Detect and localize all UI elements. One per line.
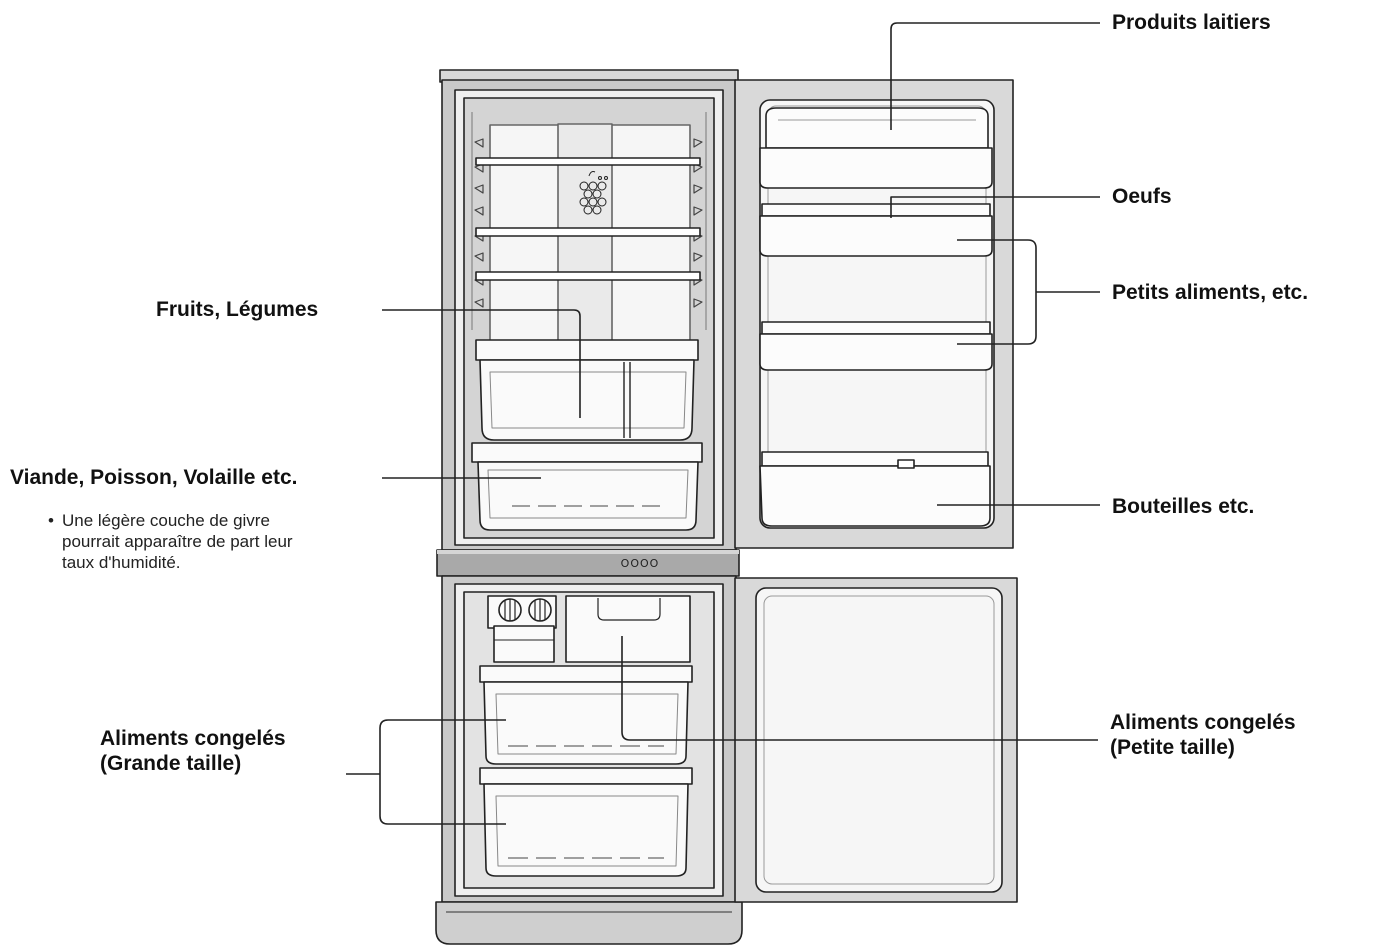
freezer-drawer-upper [479, 665, 693, 765]
shelf-rails [474, 138, 703, 308]
label-dairy: Produits laitiers [1112, 11, 1271, 34]
leader-lines [346, 22, 1100, 825]
vegetable-drawer [475, 339, 699, 441]
door-bin-dairy [759, 107, 993, 189]
grapes-icon [579, 171, 608, 215]
label-meat-fish: Viande, Poisson, Volaille etc. [10, 466, 298, 489]
frost-note: • Une légère couche de givre pourrait ap… [48, 510, 293, 573]
fridge-base [435, 901, 743, 945]
note-line-1: Une légère couche de givre [62, 511, 270, 530]
label-bottles: Bouteilles etc. [1112, 495, 1255, 518]
door-bin-eggs [759, 203, 993, 257]
note-bullet: • [48, 511, 54, 530]
ice-maker [487, 595, 691, 663]
door-bin-bottles [759, 451, 991, 527]
control-panel [436, 549, 740, 577]
label-frozen-large: Aliments congelés (Grande taille) [100, 726, 286, 776]
chilled-drawer [471, 442, 703, 531]
label-frozen-small-line2: (Petite taille) [1110, 736, 1235, 759]
glass-shelves [475, 157, 701, 281]
label-frozen-small: Aliments congelés (Petite taille) [1110, 710, 1296, 760]
note-line-3: taux d'humidité. [62, 553, 181, 572]
label-eggs: Oeufs [1112, 185, 1172, 208]
control-panel-indicators: OOOO [620, 557, 660, 570]
label-fruits-vegetables: Fruits, Légumes [156, 298, 319, 321]
freezer-drawer-lower [479, 767, 693, 877]
note-line-2: pourrait apparaître de part leur [62, 532, 293, 551]
label-small-foods: Petits aliments, etc. [1112, 281, 1309, 304]
label-frozen-small-line1: Aliments congelés [1110, 711, 1296, 734]
label-frozen-large-line2: (Grande taille) [100, 752, 242, 775]
door-bin-small [759, 321, 993, 371]
label-frozen-large-line1: Aliments congelés [100, 727, 286, 750]
